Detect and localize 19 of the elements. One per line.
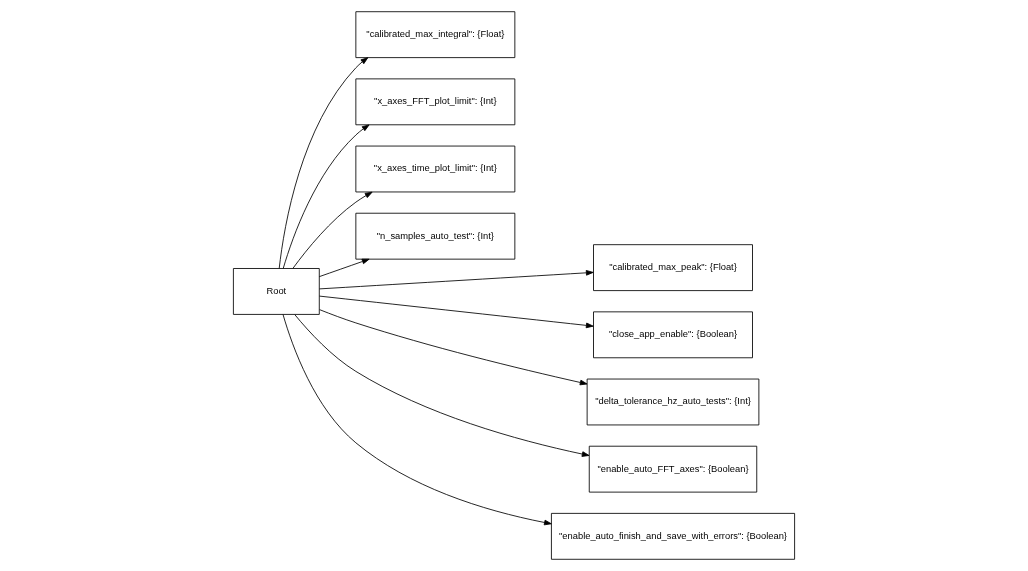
node-box: "x_axes_FFT_plot_limit": {Int} — [355, 78, 516, 126]
arrow — [318, 258, 370, 278]
arrow — [319, 309, 588, 386]
arrow — [278, 57, 369, 269]
arrow — [319, 270, 594, 290]
node-box: "calibrated_max_peak": {Float} — [593, 244, 753, 292]
node-box: "delta_tolerance_hz_auto_tests": {Int} — [586, 378, 760, 426]
node-box: "close_app_enable": {Boolean} — [593, 311, 753, 359]
node-box: "calibrated_max_integral": {Float} — [355, 11, 516, 59]
arrow — [282, 314, 552, 526]
node-box: "enable_auto_finish_and_save_with_errors": {Boolean} — [551, 512, 796, 560]
arrow — [319, 295, 594, 329]
node-box: "x_axes_time_plot_limit": {Int} — [355, 145, 516, 193]
node-box: "n_samples_auto_test": {Int} — [355, 212, 516, 260]
node-box: Root — [232, 268, 320, 315]
arrow — [282, 124, 370, 269]
arrow — [292, 191, 373, 269]
arrow — [294, 314, 590, 457]
node-box: "enable_auto_FFT_axes": {Boolean} — [588, 445, 758, 493]
